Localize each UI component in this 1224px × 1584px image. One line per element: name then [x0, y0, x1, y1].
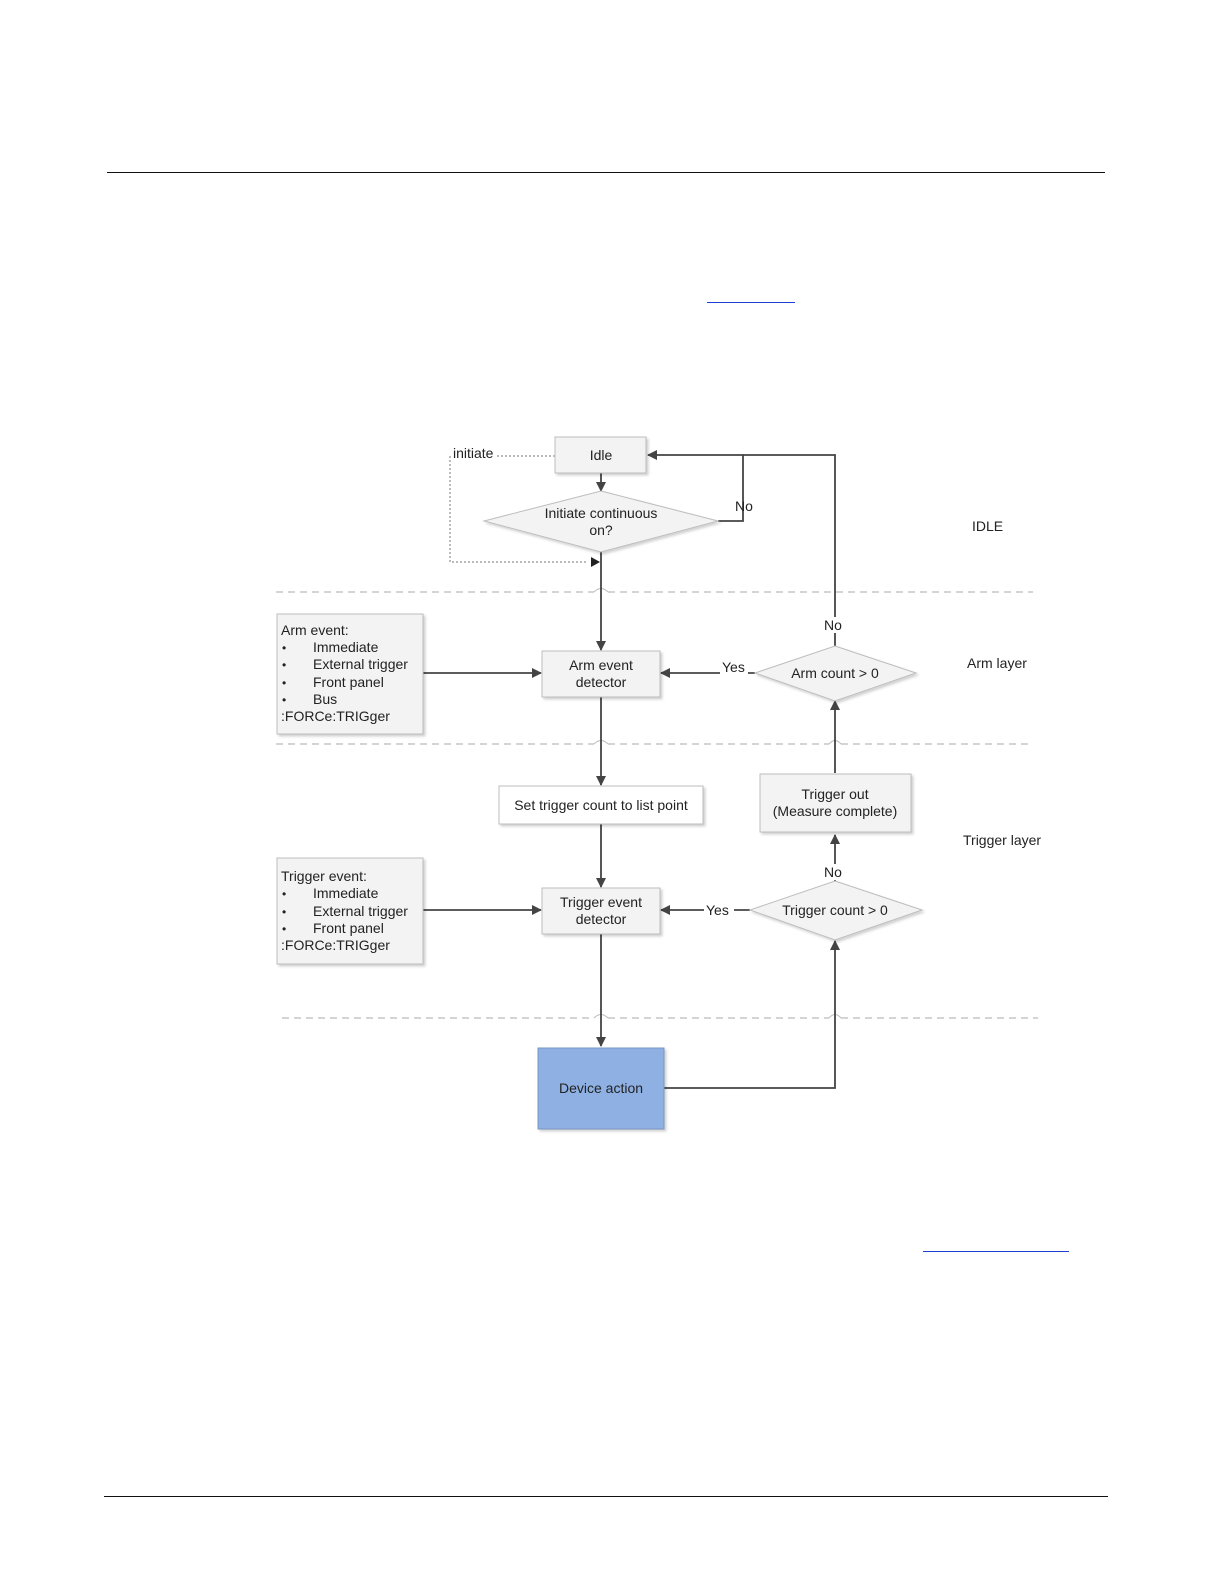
trigger-event-item: External trigger: [313, 903, 408, 919]
trigger-event-detector-box: [541, 887, 661, 935]
bullet: •: [282, 693, 286, 707]
initiate-arrowhead: [591, 557, 600, 567]
initiate-continuous-diamond: [482, 490, 720, 553]
trigger-events-box: [276, 857, 424, 965]
arm-event-item: Front panel: [313, 674, 384, 690]
arm-event-item: External trigger: [313, 656, 408, 672]
yes-arm-label: Yes: [722, 659, 745, 675]
arm-events-box: [276, 613, 424, 735]
layer-separators: [276, 591, 1038, 1019]
trigger-out-box: [759, 773, 912, 833]
edge-arm-no-to-idle: [743, 454, 836, 646]
device-action-box: [537, 1047, 665, 1130]
layer-label-idle: IDLE: [972, 518, 1003, 534]
no-trigger-label: No: [824, 864, 842, 880]
arm-count-label: Arm count > 0: [791, 665, 879, 681]
edge-action-to-trigger-count: [664, 940, 840, 1089]
bullet: •: [282, 658, 286, 672]
initiate-label-2: on?: [589, 522, 613, 538]
bullet: •: [282, 676, 286, 690]
bullet: •: [282, 922, 286, 936]
no-arm-label: No: [824, 617, 842, 633]
trigger-detector-label-2: detector: [576, 911, 627, 927]
bullet: •: [282, 641, 286, 655]
edge-initiate-dotted: [449, 455, 588, 563]
arm-count-diamond: [753, 645, 918, 702]
trigger-detector-label-1: Trigger event: [560, 894, 642, 910]
nodes: [276, 436, 924, 1130]
yes-trigger-label: Yes: [706, 902, 729, 918]
set-trigger-label: Set trigger count to list point: [514, 797, 688, 813]
bullet: •: [282, 887, 286, 901]
arm-event-detector-box: [541, 650, 661, 698]
header-rule: [107, 172, 1105, 173]
trigger-events-title: Trigger event:: [281, 868, 367, 884]
arm-events-title: Arm event:: [281, 622, 349, 638]
hyperlink-underline[interactable]: [707, 302, 795, 303]
trigger-count-label: Trigger count > 0: [782, 902, 888, 918]
connectors: [423, 450, 840, 1089]
arm-detector-label-1: Arm event: [569, 657, 633, 673]
idle-box: [554, 436, 647, 474]
idle-label: Idle: [590, 447, 613, 463]
hyperlink-underline[interactable]: [923, 1251, 1069, 1252]
arm-events-footer: :FORCe:TRIGger: [281, 708, 390, 724]
trigger-events-footer: :FORCe:TRIGger: [281, 937, 390, 953]
trigger-event-item: Front panel: [313, 920, 384, 936]
layer-label-trigger: Trigger layer: [963, 832, 1041, 848]
trigger-out-label-2: (Measure complete): [773, 803, 898, 819]
trigger-event-item: Immediate: [313, 885, 379, 901]
footer-rule: [104, 1496, 1108, 1497]
initiate-label-1: Initiate continuous: [545, 505, 658, 521]
set-trigger-count-box: [498, 785, 704, 825]
layer-label-arm: Arm layer: [967, 655, 1027, 671]
arm-event-item: Bus: [313, 691, 337, 707]
trigger-count-diamond: [748, 880, 924, 941]
no-initiate-label: No: [735, 498, 753, 514]
arm-event-item: Immediate: [313, 639, 379, 655]
device-action-label: Device action: [559, 1080, 643, 1096]
arm-detector-label-2: detector: [576, 674, 627, 690]
trigger-out-label-1: Trigger out: [801, 786, 868, 802]
edge-initiate-no-to-idle: [647, 450, 744, 522]
initiate-edge-label: initiate: [453, 445, 494, 461]
bullet: •: [282, 905, 286, 919]
